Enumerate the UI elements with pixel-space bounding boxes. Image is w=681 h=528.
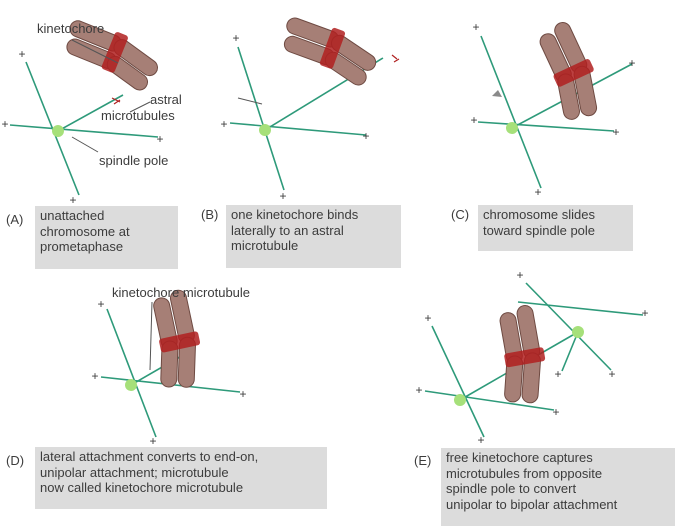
plus-end-mark: + <box>91 369 98 383</box>
plus-end-mark: + <box>612 125 619 139</box>
panel-b-letter: (B) <box>201 207 218 223</box>
label-kinetochore: kinetochore <box>37 21 104 36</box>
panel-a-letter: (A) <box>6 212 23 228</box>
plus-end-mark: + <box>220 117 227 131</box>
plus-end-mark: + <box>641 306 648 320</box>
plus-end-mark: + <box>470 113 477 127</box>
plus-end-mark: + <box>97 297 104 311</box>
plus-end-mark: + <box>628 56 635 70</box>
panel-b-caption: one kinetochore binds laterally to an as… <box>226 205 401 268</box>
panel-e-caption: free kinetochore captures microtubules f… <box>441 448 675 526</box>
label-spindle-pole: spindle pole <box>99 153 168 168</box>
plus-end-mark: + <box>239 387 246 401</box>
panel-b-figure <box>230 12 399 190</box>
plus-end-mark: + <box>232 31 239 45</box>
plus-end-mark: + <box>424 311 431 325</box>
panel-e-figure <box>425 283 643 437</box>
plus-end-mark: + <box>415 383 422 397</box>
label-microtubules: microtubules <box>101 108 175 123</box>
plus-end-mark: + <box>516 268 523 282</box>
plus-end-mark: + <box>534 185 541 199</box>
plus-end-mark: + <box>362 129 369 143</box>
plus-end-mark: + <box>18 47 25 61</box>
plus-end-mark: + <box>608 367 615 381</box>
plus-end-mark: + <box>156 132 163 146</box>
panel-c-figure <box>478 18 632 188</box>
panel-e-letter: (E) <box>414 453 431 469</box>
plus-end-mark: + <box>477 433 484 447</box>
plus-end-mark: + <box>552 405 559 419</box>
plus-end-mark: + <box>1 117 8 131</box>
plus-end-mark: + <box>149 434 156 448</box>
panel-d-letter: (D) <box>6 453 24 469</box>
panel-d-figure <box>101 288 240 437</box>
plus-end-mark: + <box>472 20 479 34</box>
panel-c-caption: chromosome slides toward spindle pole <box>478 205 633 251</box>
label-kinetochore-microtubule: kinetochore microtubule <box>112 285 250 300</box>
panel-c-letter: (C) <box>451 207 469 223</box>
plus-end-mark: + <box>69 193 76 207</box>
panel-a-caption: unattached chromosome at prometaphase <box>35 206 178 269</box>
plus-end-mark: + <box>554 367 561 381</box>
label-astral: astral <box>150 92 182 107</box>
plus-end-mark: + <box>279 189 286 203</box>
panel-d-caption: lateral attachment converts to end-on, u… <box>35 447 327 509</box>
